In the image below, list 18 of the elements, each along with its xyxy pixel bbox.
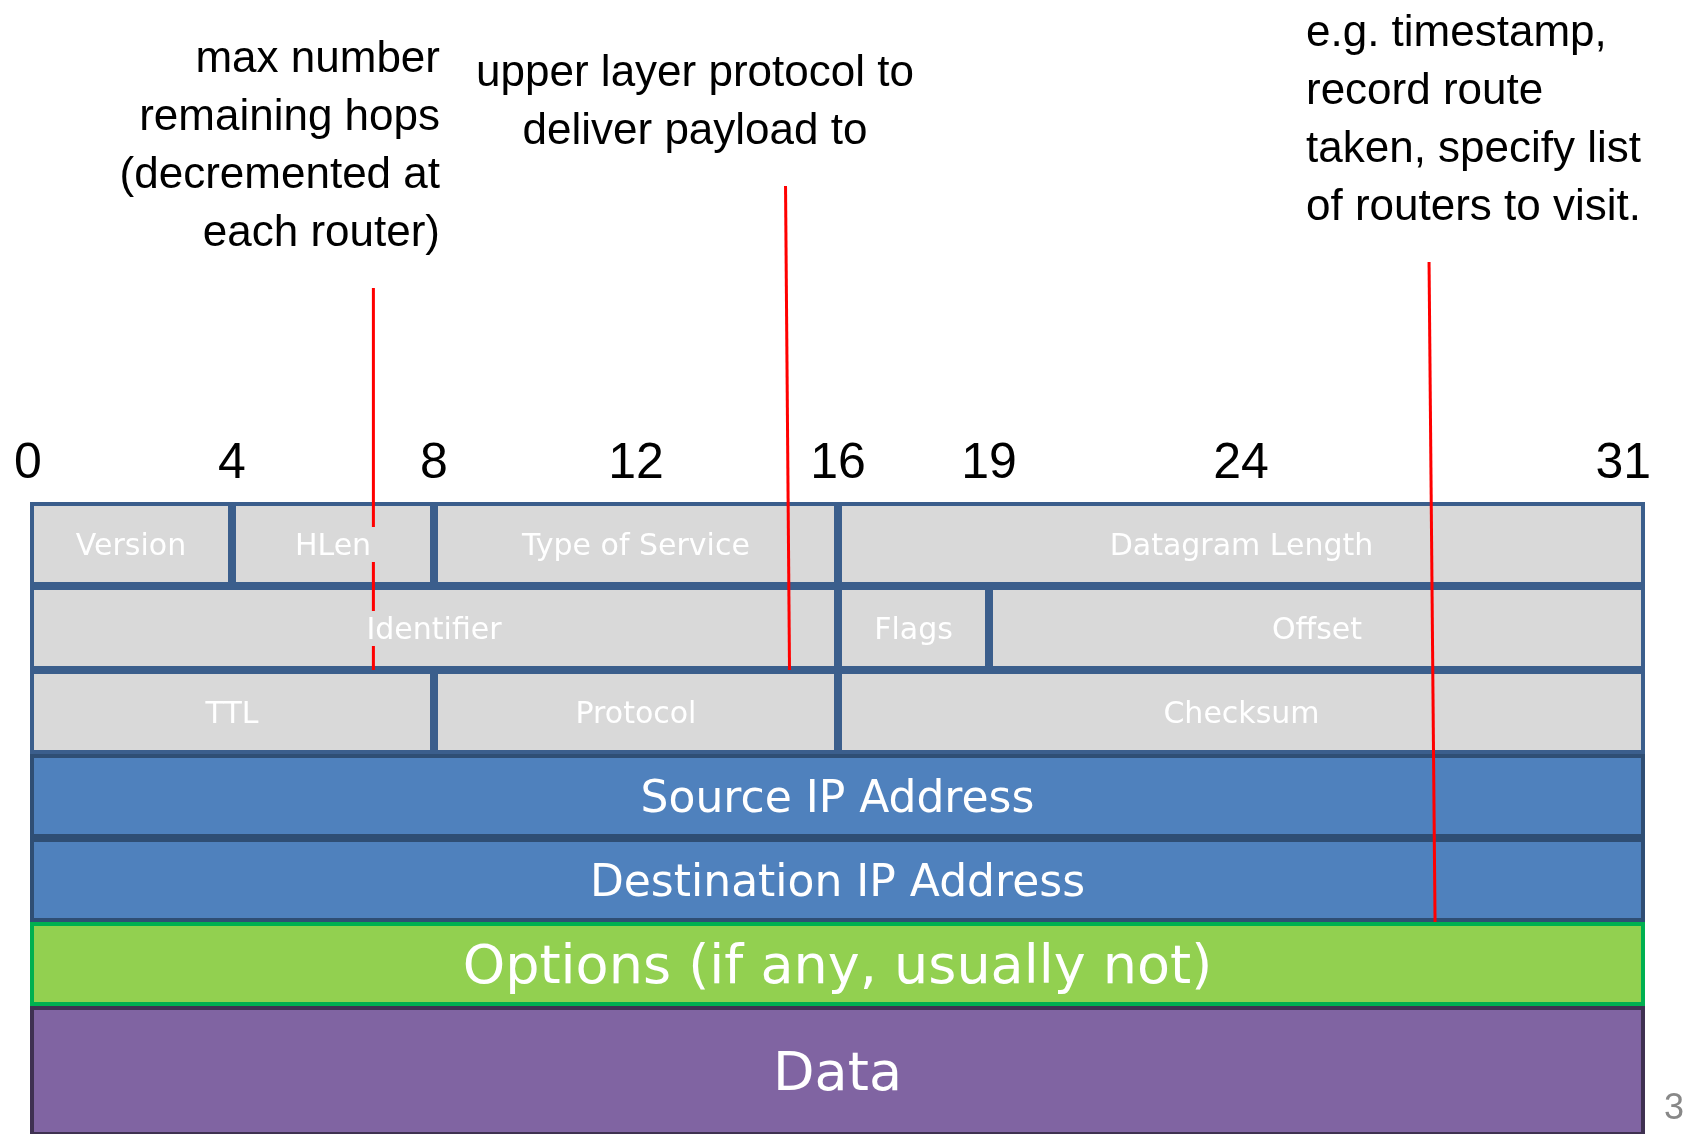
address-band xyxy=(30,754,1645,838)
page-number: 3 xyxy=(1663,1086,1684,1128)
annotation-text: e.g. timestamp, record route taken, specify list of routers to visit. xyxy=(1306,2,1651,234)
options-band xyxy=(30,922,1645,1006)
bit-number: 31 xyxy=(1595,432,1651,490)
bit-number: 24 xyxy=(1213,432,1269,490)
bit-number: 19 xyxy=(961,432,1017,490)
bit-number: 8 xyxy=(420,432,448,490)
annotation-text: upper layer protocol to deliver payload to xyxy=(470,42,920,158)
address-band xyxy=(30,838,1645,922)
leader-line xyxy=(1427,262,1437,922)
data-band xyxy=(30,1006,1645,1134)
bit-number: 4 xyxy=(218,432,246,490)
bit-number: 12 xyxy=(608,432,664,490)
bit-number: 0 xyxy=(14,432,42,490)
bit-number: 16 xyxy=(810,432,866,490)
leader-line xyxy=(784,186,791,670)
annotation-text: max number remaining hops (decremented at each router) xyxy=(40,28,440,260)
